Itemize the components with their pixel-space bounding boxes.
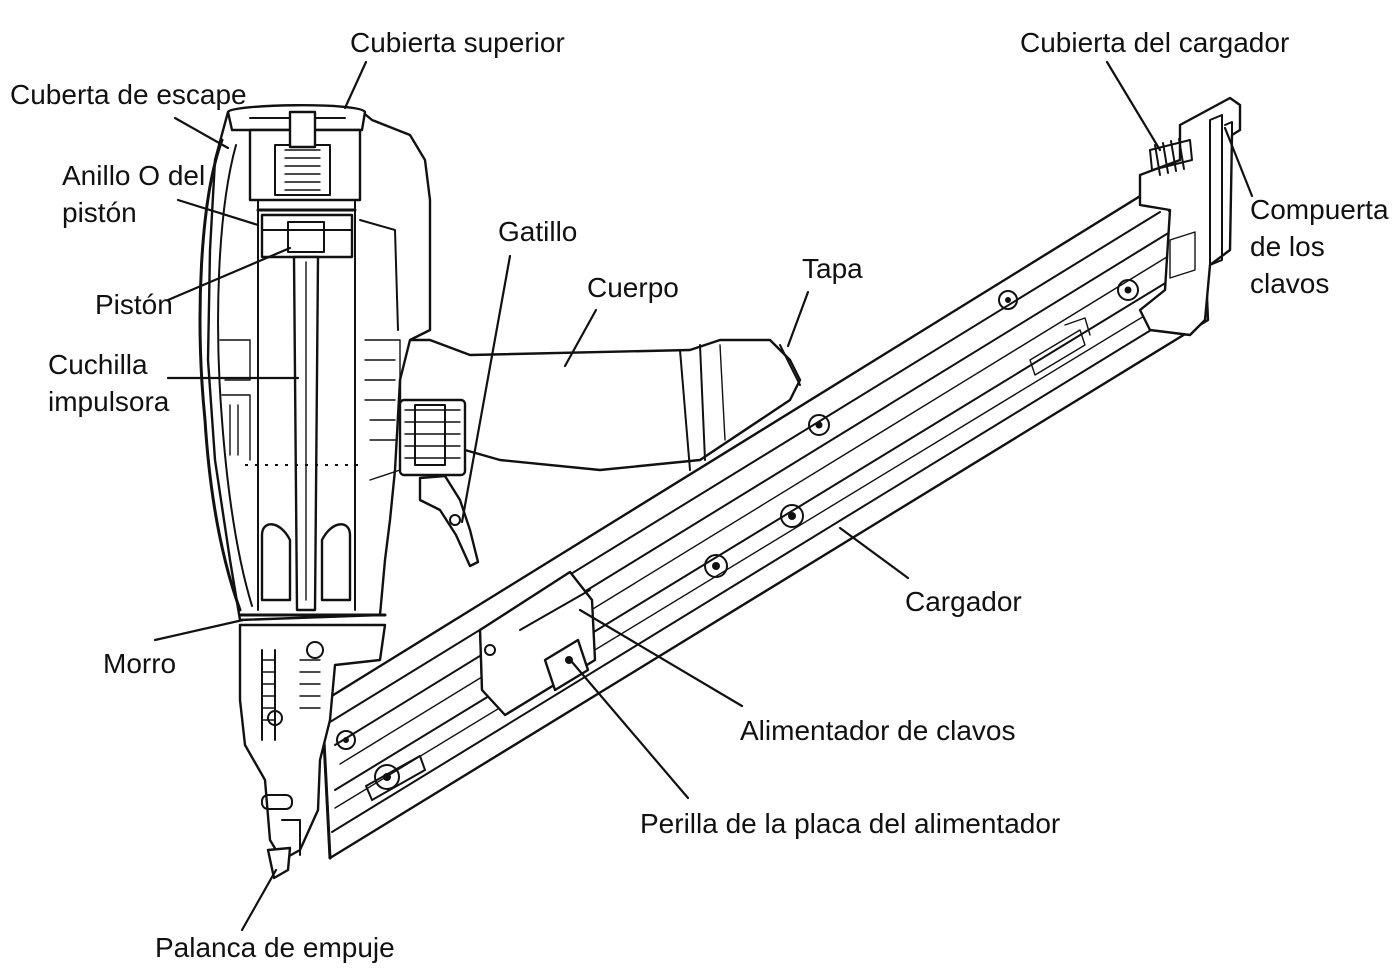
label-cubierta-escape: Cuberta de escape [10, 79, 247, 110]
nail-feeder-drawing [478, 570, 597, 717]
labels: Cubierta superior Cubierta del cargador … [10, 27, 1389, 963]
label-tapa: Tapa [802, 253, 863, 284]
label-anillo-o-line1: Anillo O del [62, 160, 205, 191]
label-gatillo: Gatillo [498, 216, 577, 247]
leader-palanca [240, 868, 278, 932]
label-cuerpo: Cuerpo [587, 272, 679, 303]
cylinder-housing-drawing [198, 104, 432, 626]
label-cuchilla-line1: Cuchilla [48, 349, 148, 380]
leader-cubierta-cargador [1105, 60, 1162, 152]
leader-morro [153, 618, 245, 642]
leader-compuerta [1223, 126, 1254, 198]
trigger-drawing [398, 398, 480, 568]
label-compuerta-line2: de los [1250, 231, 1325, 262]
magazine-cover-drawing [1138, 96, 1242, 337]
label-alimentador: Alimentador de clavos [740, 715, 1015, 746]
body-grip-drawing [398, 338, 802, 472]
label-cuchilla-line2: impulsora [48, 386, 170, 417]
label-compuerta-line3: clavos [1250, 268, 1329, 299]
label-perilla: Perilla de la placa del alimentador [640, 808, 1060, 839]
label-piston: Pistón [95, 289, 173, 320]
leader-perilla [570, 660, 690, 800]
label-cubierta-superior: Cubierta superior [350, 27, 565, 58]
label-anillo-o-line2: pistón [62, 197, 137, 228]
leader-gatillo [460, 254, 512, 524]
leader-cuerpo [563, 308, 598, 368]
leader-anillo-o [176, 198, 260, 227]
leader-tapa [786, 290, 810, 348]
leader-alimentador [578, 608, 744, 708]
label-cargador: Cargador [905, 586, 1022, 617]
label-cubierta-cargador: Cubierta del cargador [1020, 27, 1289, 58]
label-morro: Morro [103, 648, 176, 679]
nail-gun-drawing [198, 96, 1242, 880]
leader-cargador [838, 526, 910, 580]
leader-cubierta-superior [343, 60, 368, 110]
label-palanca: Palanca de empuje [155, 932, 395, 963]
leader-piston [166, 246, 292, 302]
label-compuerta-line1: Compuerta [1250, 194, 1389, 225]
nose-drawing [238, 623, 387, 880]
leader-cubierta-escape [173, 116, 230, 150]
leader-lines [153, 60, 1254, 932]
